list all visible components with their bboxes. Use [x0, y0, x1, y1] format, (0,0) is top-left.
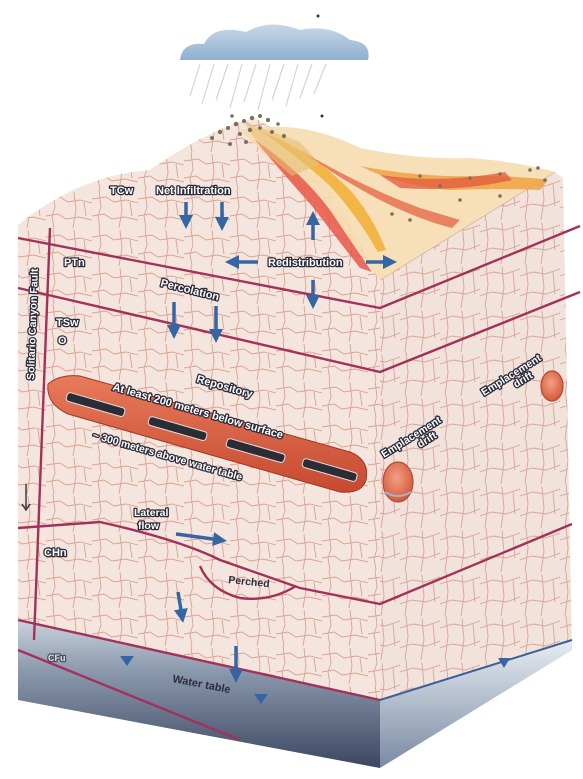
- label-lateral-1: Lateral: [134, 507, 169, 519]
- speck: [317, 15, 320, 18]
- speck: [321, 115, 324, 118]
- label-redistribution: Redistribution: [268, 257, 343, 269]
- emplacement-drift-back: [541, 371, 563, 401]
- unit-label-tcw: TCw: [110, 185, 134, 197]
- unit-label-cfu: CFu: [48, 653, 66, 663]
- unit-label-chn: CHn: [44, 547, 67, 559]
- rain-streaks: [190, 64, 326, 110]
- unit-label-tsw: TSw: [56, 317, 79, 329]
- label-net-infiltration: Net Infiltration: [156, 185, 231, 197]
- unit-label-ptn: PTn: [64, 257, 85, 269]
- unit-label-tsw-sub: O: [58, 335, 67, 347]
- emplacement-drift-front: [383, 462, 413, 502]
- rain-cloud: [180, 24, 369, 110]
- label-lateral-2: flow: [138, 520, 160, 532]
